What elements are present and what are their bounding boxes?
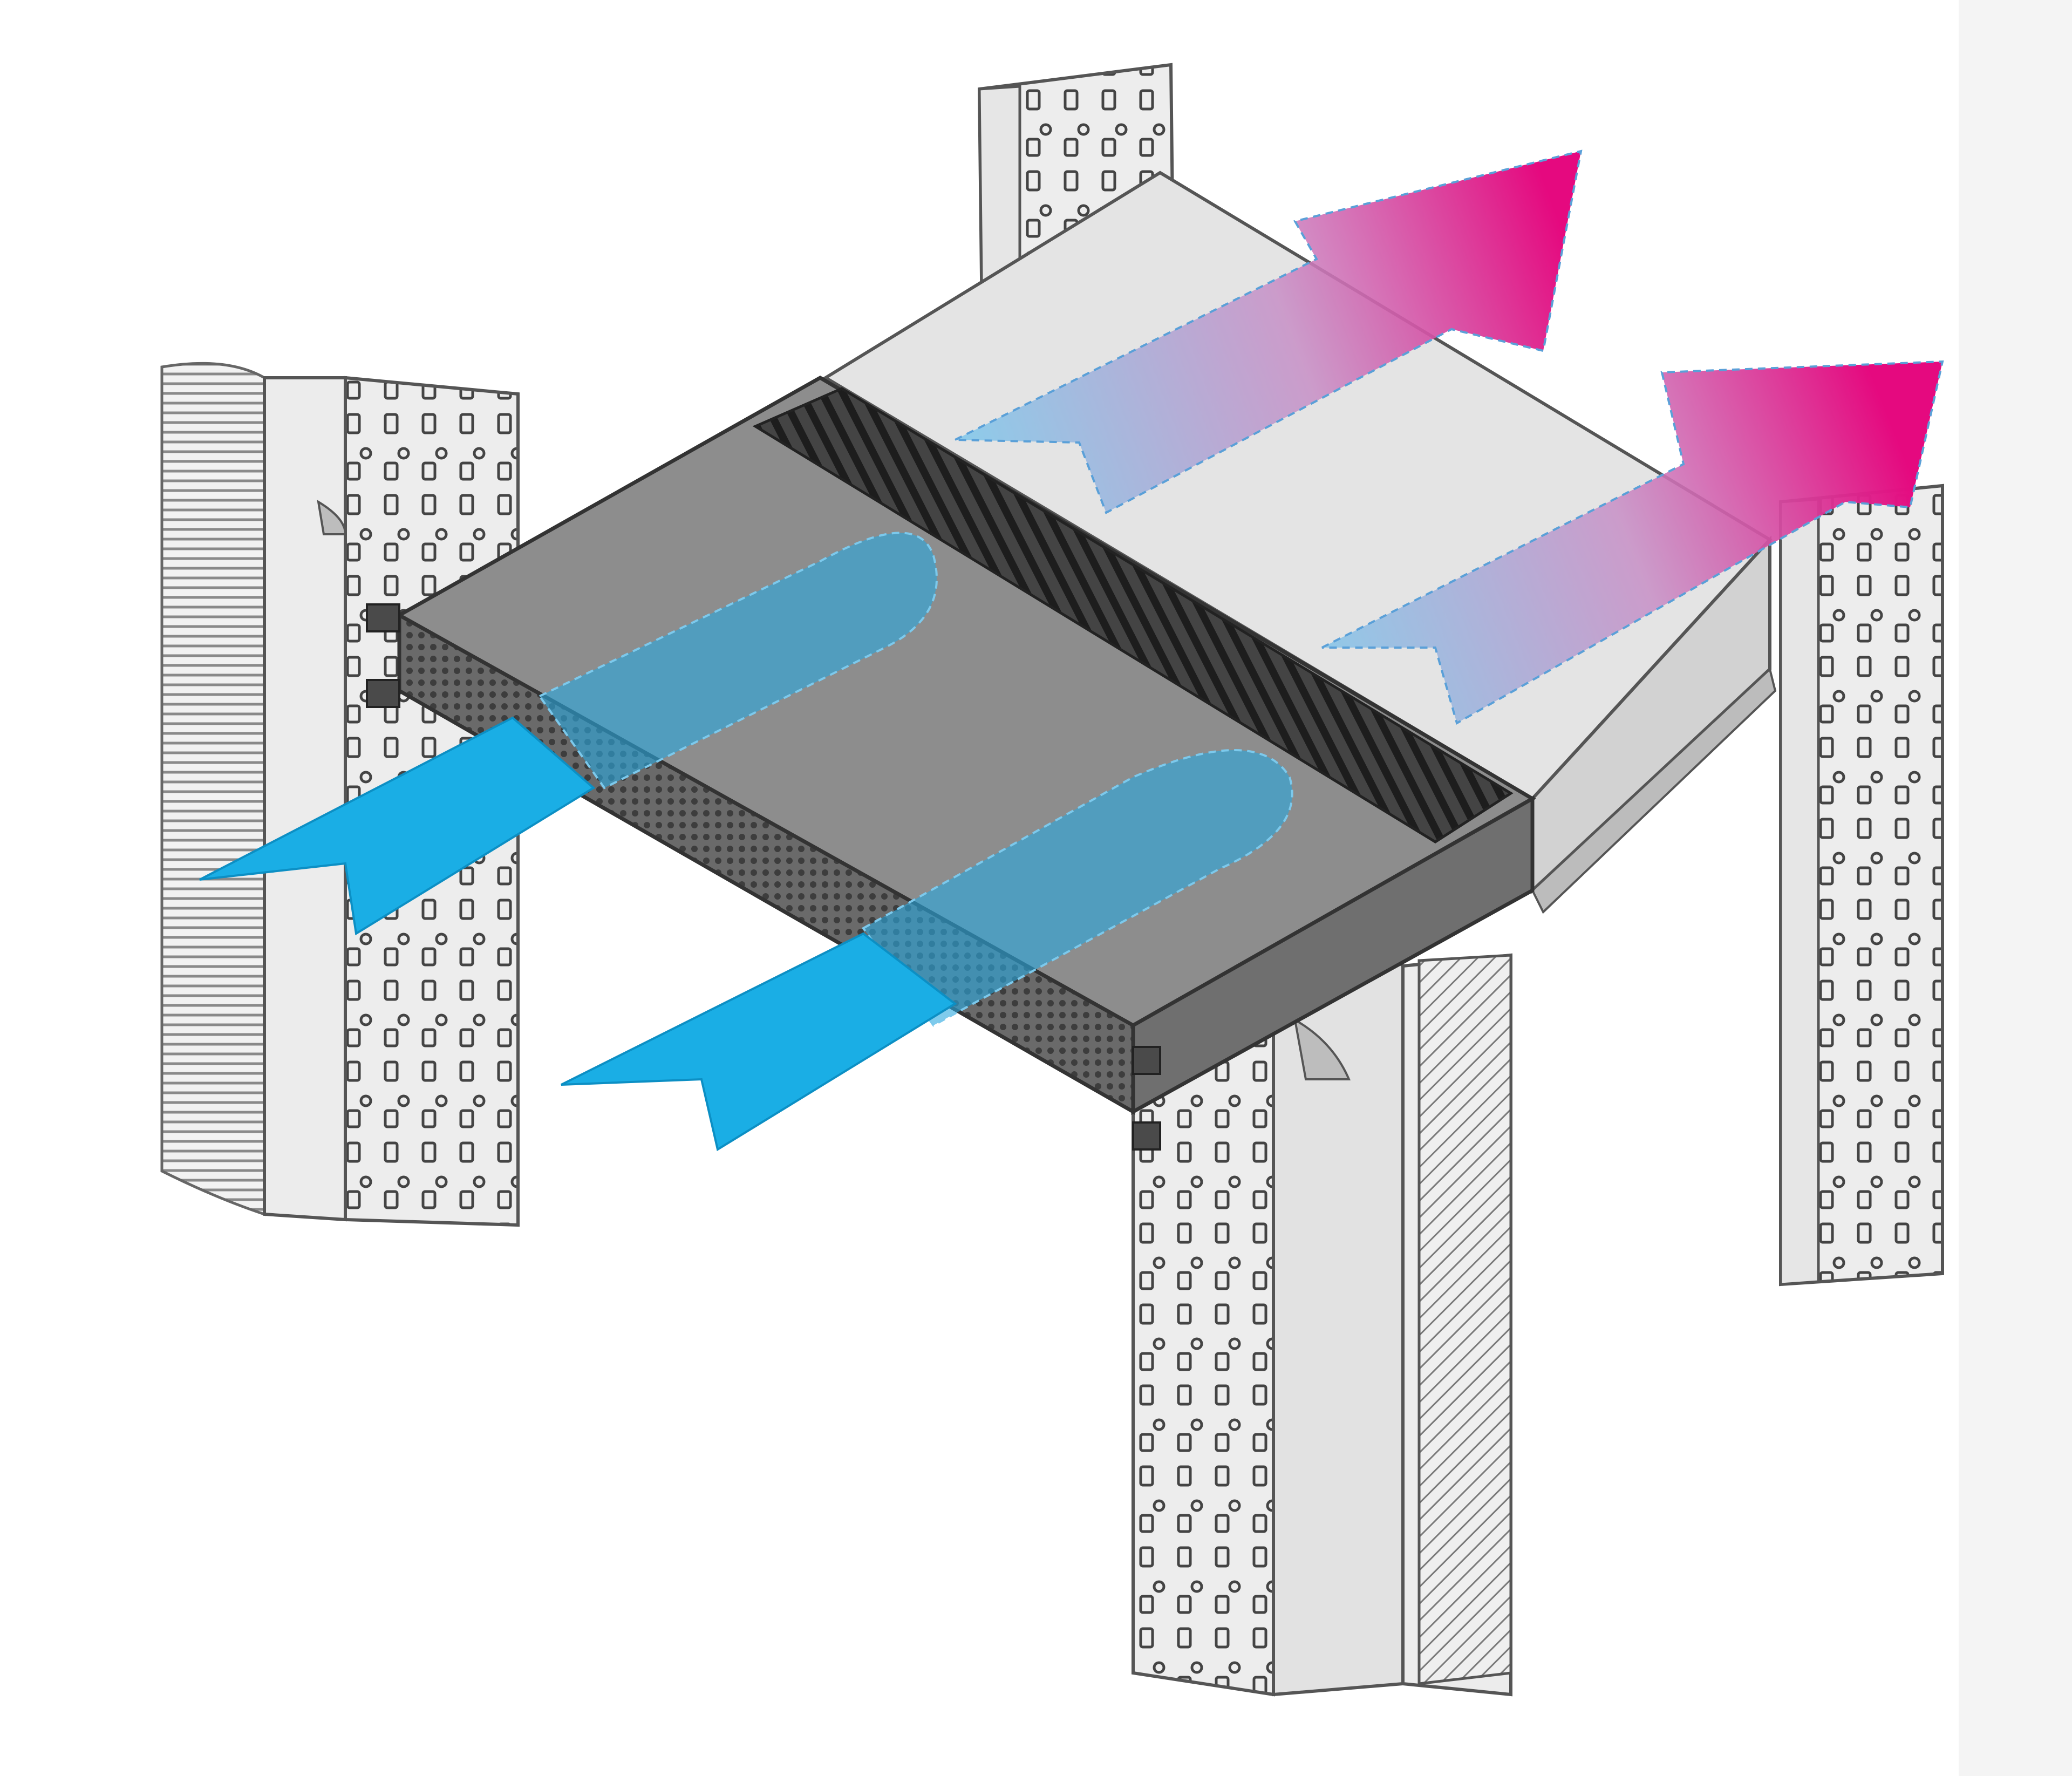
right-margin-background [1959, 0, 2072, 1776]
intake-arrow-lower [561, 932, 957, 1152]
rear-right-post [1779, 484, 1944, 1287]
exhaust-arrow-upper [955, 149, 1583, 514]
intake-flow-lower [862, 749, 1293, 1027]
exhaust-arrow-lower [1321, 360, 1944, 725]
intake-arrow-upper [199, 716, 596, 936]
intake-flow-upper [538, 532, 938, 790]
vent-strip [752, 387, 1514, 843]
